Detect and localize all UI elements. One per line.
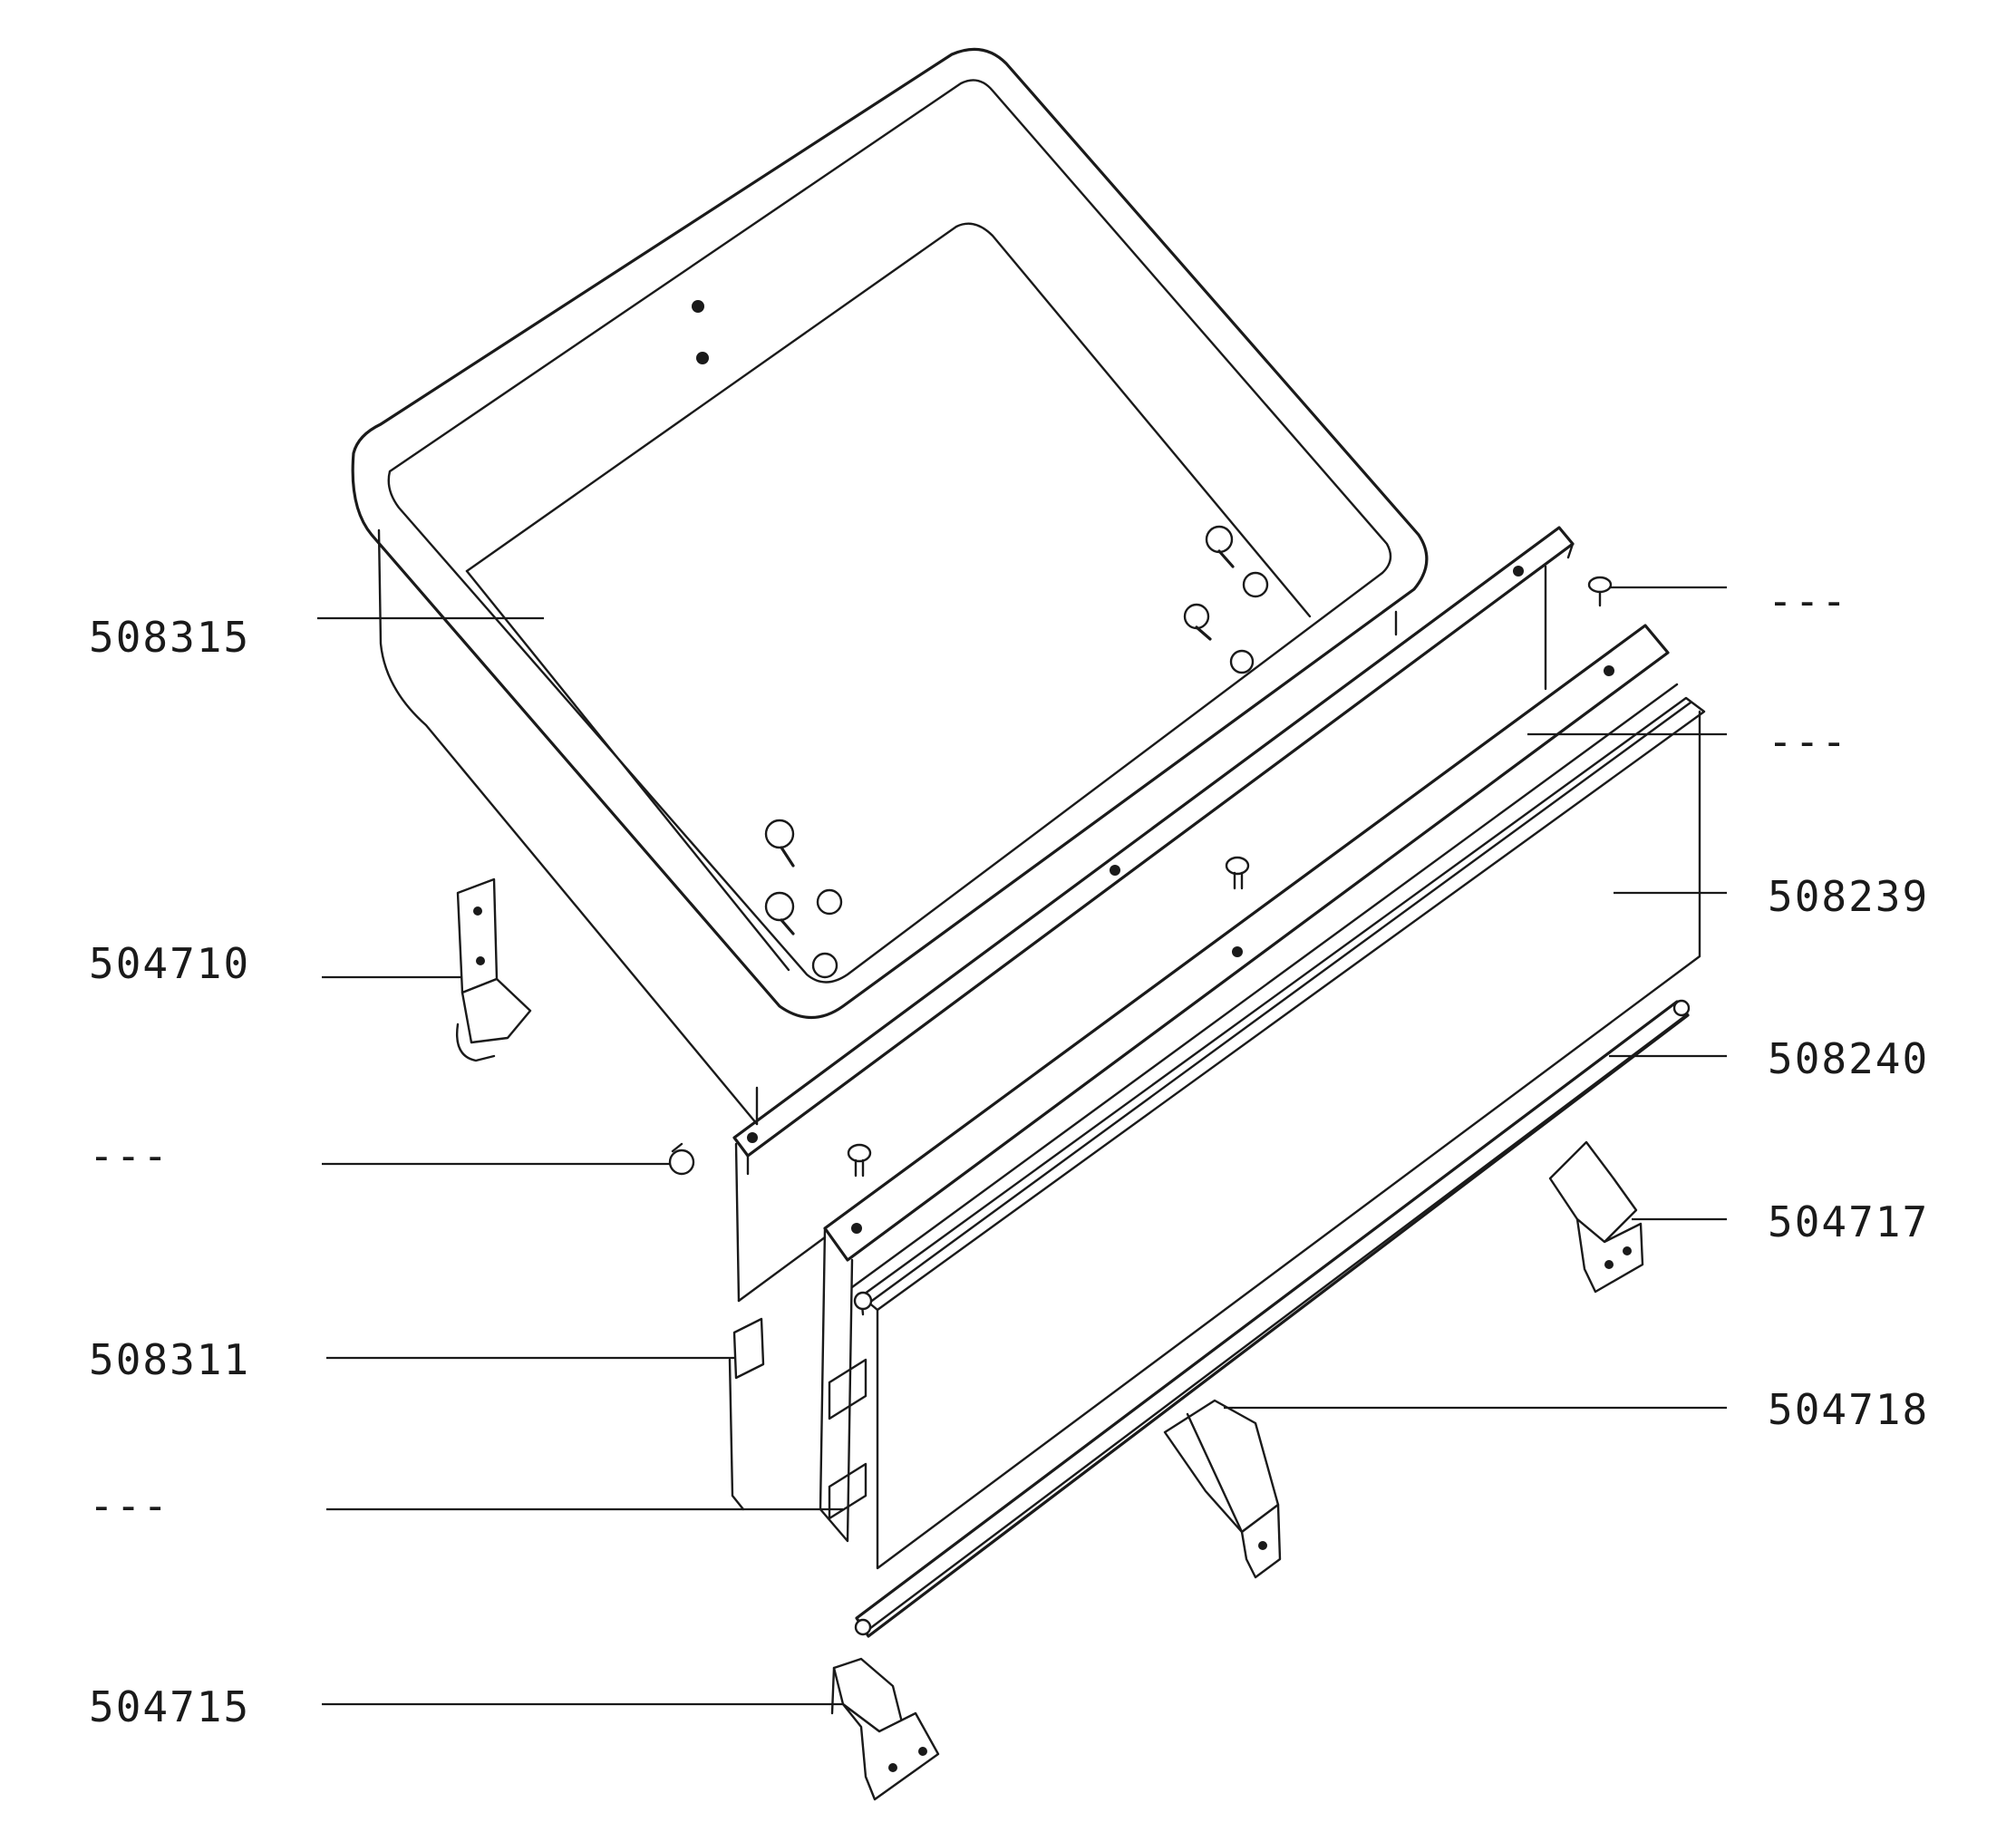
part-label-508311: 508311: [89, 1335, 251, 1384]
part-label-508240: 508240: [1768, 1034, 1930, 1083]
part-label-unnumbered-right-2: ---: [1768, 717, 1849, 766]
part-label-504718: 504718: [1768, 1385, 1930, 1434]
part-label-508315: 508315: [89, 613, 251, 662]
part-label-unnumbered-left-1: ---: [89, 1131, 170, 1180]
bracket-504710-part: [456, 877, 532, 1062]
part-label-unnumbered-left-2: ---: [89, 1481, 170, 1530]
part-label-504717: 504717: [1768, 1197, 1930, 1246]
lower-rail-part: [854, 999, 1691, 1638]
rear-panel-part: [732, 526, 1575, 1303]
bracket-504718-part: [1163, 1399, 1282, 1579]
part-label-508239: 508239: [1768, 872, 1930, 921]
part-label-504715: 504715: [89, 1682, 251, 1731]
bracket-504715-part: [830, 1657, 940, 1801]
bracket-508311-part: [728, 1317, 765, 1511]
part-label-unnumbered-right-1: ---: [1768, 577, 1849, 625]
front-frame-part: [819, 624, 1706, 1570]
part-label-504710: 504710: [89, 939, 251, 988]
tray-basin-part: [351, 47, 1429, 1126]
leader-lines: [317, 586, 1727, 1706]
bracket-504717-part: [1548, 1140, 1644, 1294]
pin-fasteners: [668, 576, 1613, 1178]
